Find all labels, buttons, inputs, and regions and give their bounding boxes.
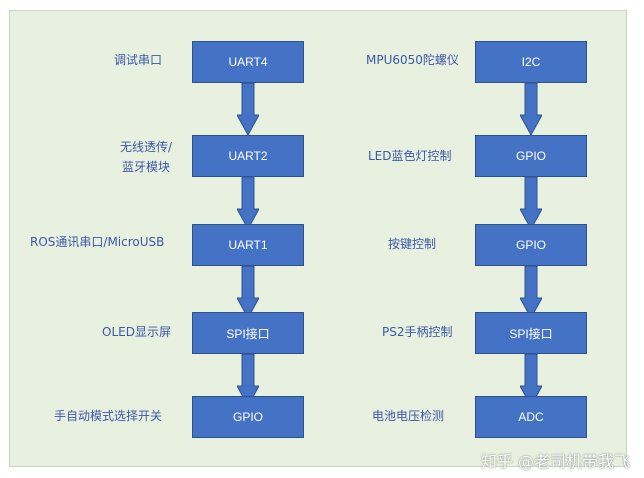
right-box-spi: SPI接口 — [475, 312, 587, 354]
right-label-1: MPU6050陀螺仪 — [366, 53, 459, 67]
diagram-canvas: 调试串口 UART4 无线透传/ 蓝牙模块 UART2 ROS通讯串口/Micr… — [9, 10, 627, 467]
right-label-3: 按键控制 — [388, 237, 437, 251]
right-box-i2c: I2C — [475, 41, 587, 83]
right-label-4: PS2手柄控制 — [382, 325, 453, 339]
right-arrow-2 — [519, 176, 543, 231]
left-label-1: 调试串口 — [114, 53, 163, 67]
left-box-uart1: UART1 — [192, 224, 304, 266]
right-arrow-1 — [519, 82, 543, 137]
right-arrow-3 — [519, 265, 543, 320]
left-label-4: OLED显示屏 — [102, 325, 171, 339]
left-box-gpio: GPIO — [192, 396, 304, 438]
right-box-gpio-led: GPIO — [475, 135, 587, 177]
right-label-5: 电池电压检测 — [372, 409, 445, 423]
left-arrow-2 — [236, 176, 260, 231]
left-arrow-3 — [236, 265, 260, 320]
zhihu-watermark: 知乎 @老司机带我飞 — [480, 452, 630, 471]
left-label-3: ROS通讯串口/MicroUSB — [30, 235, 165, 249]
left-arrow-1 — [236, 82, 260, 137]
left-box-spi: SPI接口 — [192, 312, 304, 354]
right-box-adc: ADC — [475, 396, 587, 438]
right-label-2: LED蓝色灯控制 — [368, 149, 452, 163]
left-box-uart2: UART2 — [192, 135, 304, 177]
left-box-uart4: UART4 — [192, 41, 304, 83]
left-label-5: 手自动模式选择开关 — [54, 409, 163, 423]
left-label-2: 无线透传/ 蓝牙模块 — [119, 140, 173, 174]
right-box-gpio-key: GPIO — [475, 224, 587, 266]
